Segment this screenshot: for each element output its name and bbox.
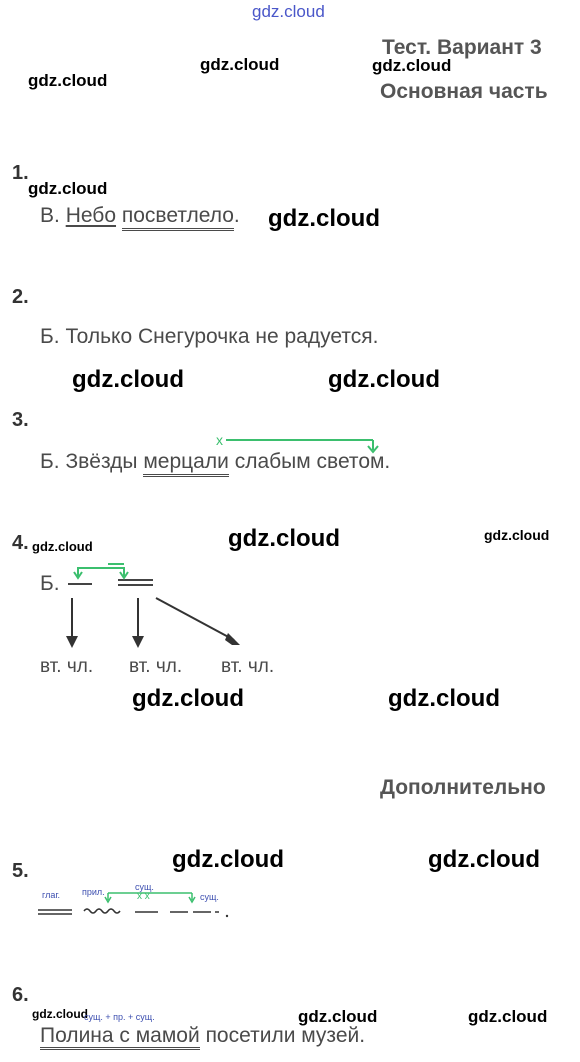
pos-tag: глаг. <box>42 890 61 900</box>
watermark: gdz.cloud <box>28 71 108 90</box>
predicate-word: мерцали <box>143 450 229 477</box>
rest-of-sentence: посетили музей. <box>205 1024 366 1047</box>
member-label: вт. чл. <box>129 656 183 677</box>
pos-tag: сущ. <box>135 882 154 892</box>
predicate-word: посветлело <box>121 204 234 231</box>
subordinate-marks: x x <box>137 891 150 902</box>
member-label: вт. чл. <box>221 656 275 677</box>
pos-tag: сущ. + пр. + сущ. <box>84 1012 155 1022</box>
task-number: 1. <box>12 162 29 184</box>
subject-group: Полина с мамой <box>40 1024 200 1050</box>
answer-letter: Б. <box>40 450 60 473</box>
watermark: gdz.cloud <box>298 1007 378 1026</box>
watermark: gdz.cloud <box>268 205 380 232</box>
watermark: gdz.cloud <box>468 1007 548 1026</box>
subordinate-mark: x <box>216 432 223 448</box>
watermark: gdz.cloud <box>428 846 540 873</box>
watermark: gdz.cloud <box>252 2 325 21</box>
task-number: 5. <box>12 860 29 882</box>
watermark: gdz.cloud <box>28 179 108 198</box>
period: . <box>233 204 240 227</box>
pos-tag: сущ. <box>200 892 219 902</box>
watermark: gdz.cloud <box>32 539 93 554</box>
watermark: gdz.cloud <box>228 525 340 552</box>
rest-of-sentence: слабым светом. <box>234 450 391 473</box>
answer-letter: Б. <box>40 572 60 595</box>
watermark: gdz.cloud <box>328 366 440 393</box>
task-number: 6. <box>12 984 29 1006</box>
test-title: Тест. Вариант 3 <box>382 36 542 59</box>
subject-word: Небо <box>65 204 117 227</box>
watermark: gdz.cloud <box>172 846 284 873</box>
task-number: 2. <box>12 286 29 308</box>
word: Звёзды <box>65 450 138 473</box>
section-main-heading: Основная часть <box>380 80 548 103</box>
task-3-answer: Б. Звёзды мерцали слабым светом. <box>40 450 391 477</box>
task-1-answer: В. Небо посветлело. <box>40 204 240 231</box>
task-number: 4. <box>12 532 29 554</box>
watermark: gdz.cloud <box>32 1007 88 1021</box>
watermark: gdz.cloud <box>388 685 500 712</box>
answer-letter: В. <box>40 204 60 227</box>
watermark: gdz.cloud <box>372 56 452 75</box>
member-label: вт. чл. <box>40 656 94 677</box>
task-2-answer: Б. Только Снегурочка не радуется. <box>40 325 379 348</box>
watermark: gdz.cloud <box>200 55 280 74</box>
section-extra-heading: Дополнительно <box>380 776 546 799</box>
task-number: 3. <box>12 409 29 431</box>
watermark: gdz.cloud <box>484 527 550 543</box>
pos-tag: прил. <box>82 887 105 897</box>
task-6-answer: Полина с мамой посетили музей. <box>40 1024 366 1050</box>
watermark: gdz.cloud <box>72 366 184 393</box>
watermark: gdz.cloud <box>132 685 244 712</box>
